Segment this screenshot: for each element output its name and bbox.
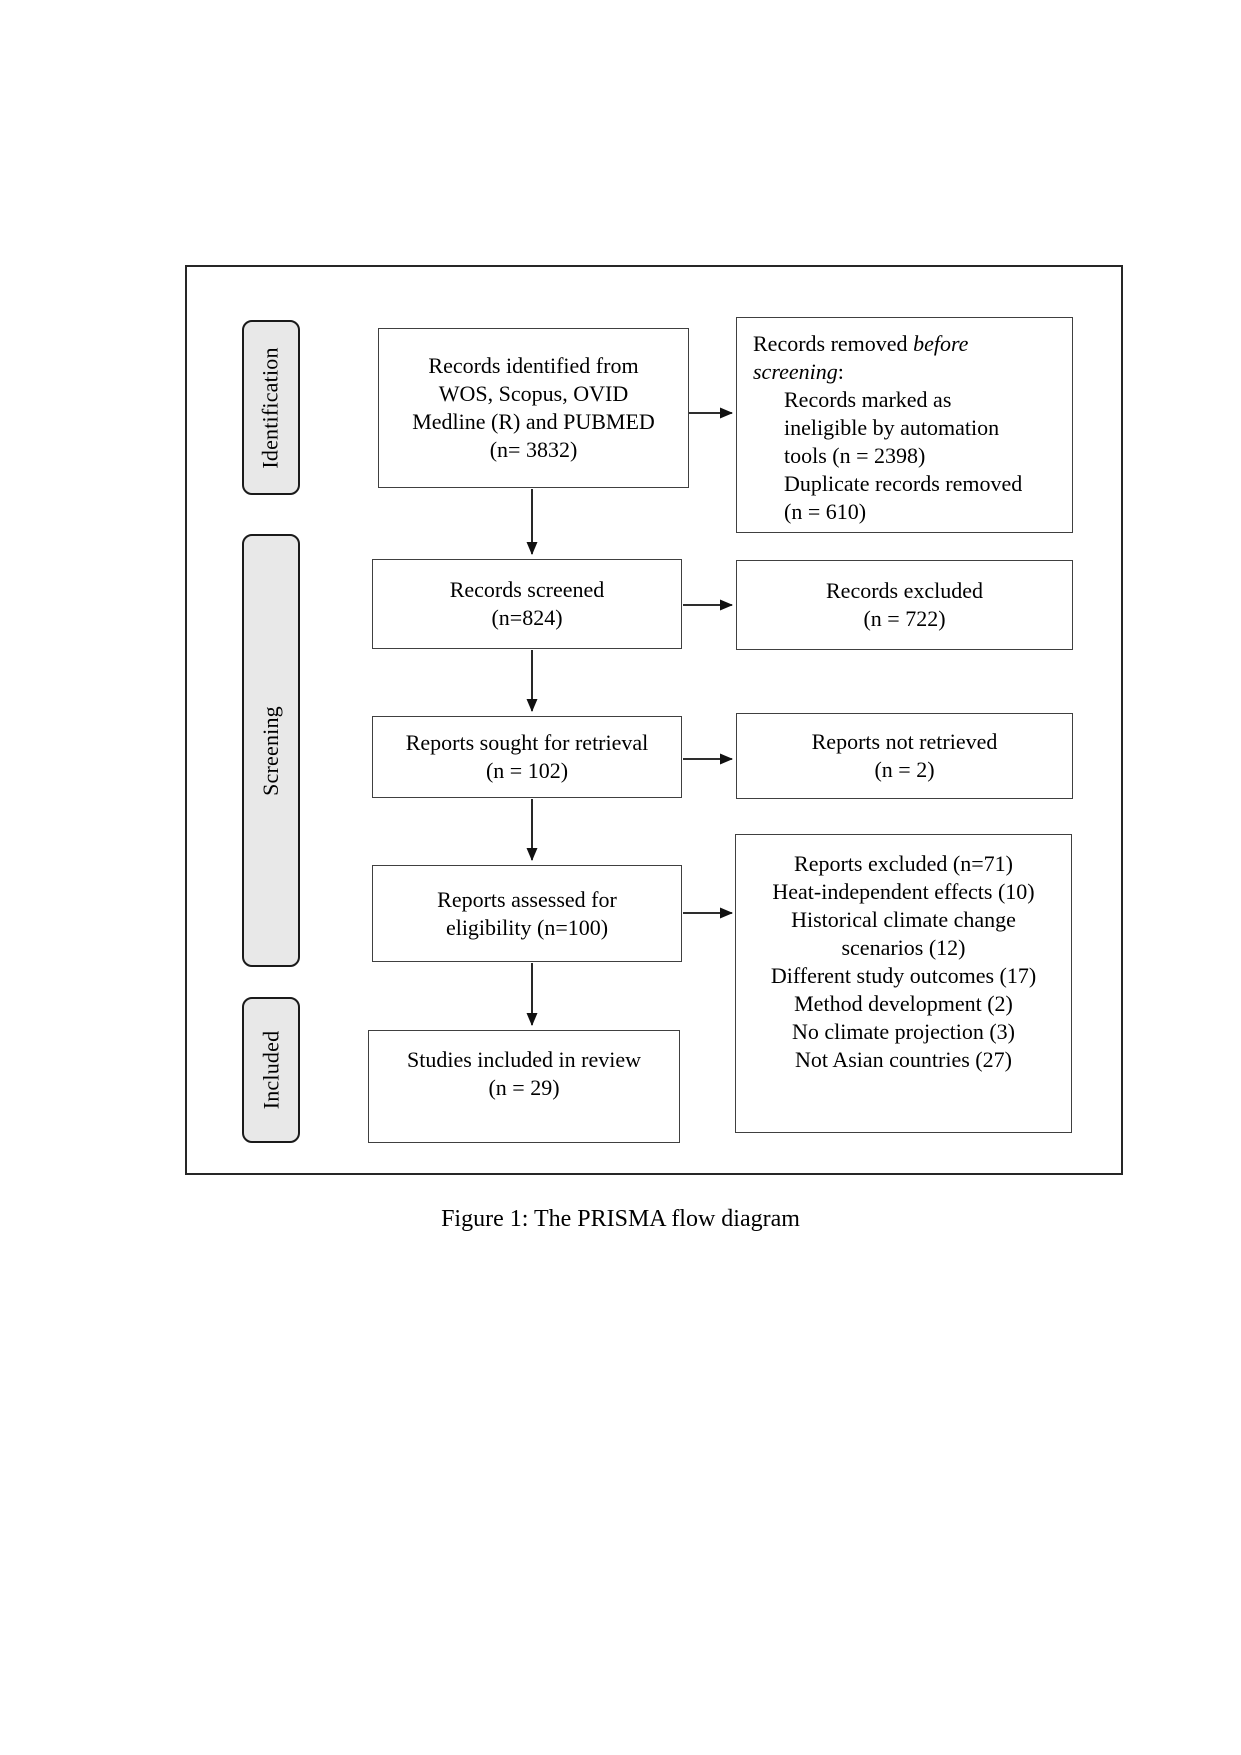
box-text-italic: before: [913, 331, 969, 356]
stage-label-included: Included: [258, 1030, 284, 1110]
box-line: Reports excluded (n=71): [794, 851, 1013, 876]
box-line: (n= 3832): [489, 437, 578, 462]
stage-badge-identification: Identification: [242, 320, 300, 495]
diagram-outer-border: [185, 265, 1123, 1175]
box-records-removed-before-screening: Records removed before screening: Record…: [736, 317, 1073, 533]
box-text: :: [837, 359, 844, 384]
box-line: Records excluded: [826, 578, 983, 603]
box-line: Medline (R) and PUBMED: [412, 409, 655, 434]
box-line: Different study outcomes (17): [770, 963, 1037, 988]
figure-caption: Figure 1: The PRISMA flow diagram: [441, 1206, 800, 1232]
box-line: Records identified from: [428, 353, 639, 378]
box-line: screening:: [753, 358, 1062, 386]
stage-badge-screening: Screening: [242, 534, 300, 967]
box-line: scenarios (12): [841, 935, 966, 960]
box-text: Records removed: [753, 331, 914, 356]
box-line: (n = 2): [874, 757, 935, 782]
box-line: Not Asian countries (27): [795, 1047, 1012, 1072]
stage-label-identification: Identification: [258, 346, 283, 469]
box-line: Reports assessed for: [437, 886, 617, 912]
box-line: Duplicate records removed: [784, 471, 1023, 496]
box-line: (n = 610): [784, 499, 867, 524]
box-line: Reports sought for retrieval: [405, 730, 649, 755]
box-records-screened: Records screened (n=824): [372, 559, 682, 649]
box-reports-sought: Reports sought for retrieval (n = 102): [372, 716, 682, 798]
box-line: No climate projection (3): [792, 1019, 1015, 1044]
box-line: eligibility (n=100): [445, 914, 609, 940]
box-line: WOS, Scopus, OVID: [438, 381, 629, 406]
box-line: Records removed before: [753, 330, 1062, 358]
box-records-identified: Records identified from WOS, Scopus, OVI…: [378, 328, 689, 488]
box-reports-excluded-reasons: Reports excluded (n=71) Heat-independent…: [735, 834, 1072, 1133]
box-line: Method development (2): [794, 991, 1013, 1016]
box-line: (n=824): [491, 605, 563, 630]
box-reports-assessed: Reports assessed for eligibility (n=100): [372, 865, 682, 962]
box-line: (n = 722): [863, 606, 946, 631]
stage-label-screening: Screening: [258, 705, 283, 796]
box-line: Historical climate change: [791, 907, 1016, 932]
box-line: Records screened: [449, 577, 605, 602]
box-line: Records marked as: [784, 387, 952, 412]
box-studies-included: Studies included in review (n = 29): [368, 1030, 680, 1143]
box-reports-not-retrieved: Reports not retrieved (n = 2): [736, 713, 1073, 799]
box-text-italic: screening: [753, 359, 838, 384]
box-line: ineligible by automation: [784, 415, 1000, 440]
stage-badge-included: Included: [242, 997, 300, 1143]
box-line: Studies included in review: [406, 1047, 641, 1072]
box-records-excluded: Records excluded (n = 722): [736, 560, 1073, 650]
box-line: (n = 102): [485, 758, 569, 783]
box-line: Heat-independent effects (10): [772, 879, 1035, 904]
box-line: (n = 29): [488, 1075, 560, 1100]
box-line: tools (n = 2398): [784, 443, 926, 468]
box-line: Reports not retrieved: [811, 729, 998, 754]
